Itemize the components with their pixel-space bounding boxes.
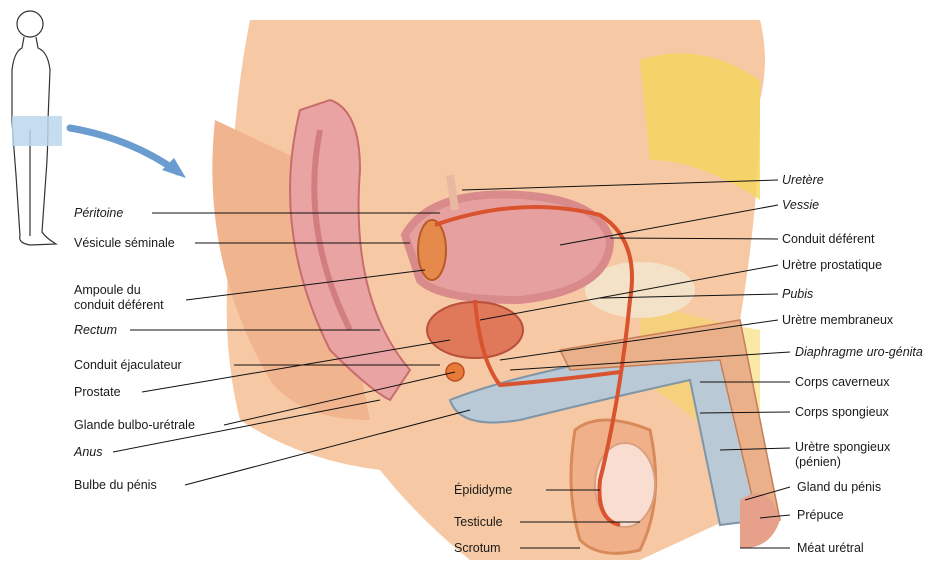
label-uretre-spongieux-line1: Urètre spongieux [795, 440, 890, 454]
label-prepuce: Prépuce [797, 508, 844, 522]
pelvic-section [212, 20, 780, 560]
label-rectum: Rectum [74, 323, 117, 337]
label-scrotum: Scrotum [454, 541, 501, 555]
label-epididyme: Épididyme [454, 483, 512, 497]
label-pubis: Pubis [782, 287, 813, 301]
label-conduit-deferent: Conduit déférent [782, 232, 874, 246]
label-testicule: Testicule [454, 515, 503, 529]
label-bulbe-penis: Bulbe du pénis [74, 478, 157, 492]
label-ampoule-line1: Ampoule du [74, 283, 141, 297]
arrow-icon [70, 128, 178, 172]
label-vesicule-seminale: Vésicule séminale [74, 236, 175, 250]
label-prostate: Prostate [74, 385, 121, 399]
label-corps-spongieux: Corps spongieux [795, 405, 889, 419]
label-glande-bulbo-uretrale: Glande bulbo-urétrale [74, 418, 195, 432]
label-corps-caverneux: Corps caverneux [795, 375, 890, 389]
label-anus: Anus [74, 445, 103, 459]
label-meat-uretral: Méat urétral [797, 541, 864, 555]
label-diaphragme: Diaphragme uro-génita [795, 345, 923, 359]
label-conduit-ejaculateur: Conduit éjaculateur [74, 358, 182, 372]
label-uretre-membraneux: Urètre membraneux [782, 313, 893, 327]
label-uretere: Uretère [782, 173, 824, 187]
label-vessie: Vessie [782, 198, 819, 212]
label-gland-penis: Gland du pénis [797, 480, 881, 494]
label-uretre-prostatique: Urètre prostatique [782, 258, 882, 272]
label-uretre-spongieux-line2: (pénien) [795, 455, 841, 469]
highlight-region [12, 116, 62, 146]
label-ampoule-line2: conduit déférent [74, 298, 164, 312]
label-peritoine: Péritoine [74, 206, 123, 220]
